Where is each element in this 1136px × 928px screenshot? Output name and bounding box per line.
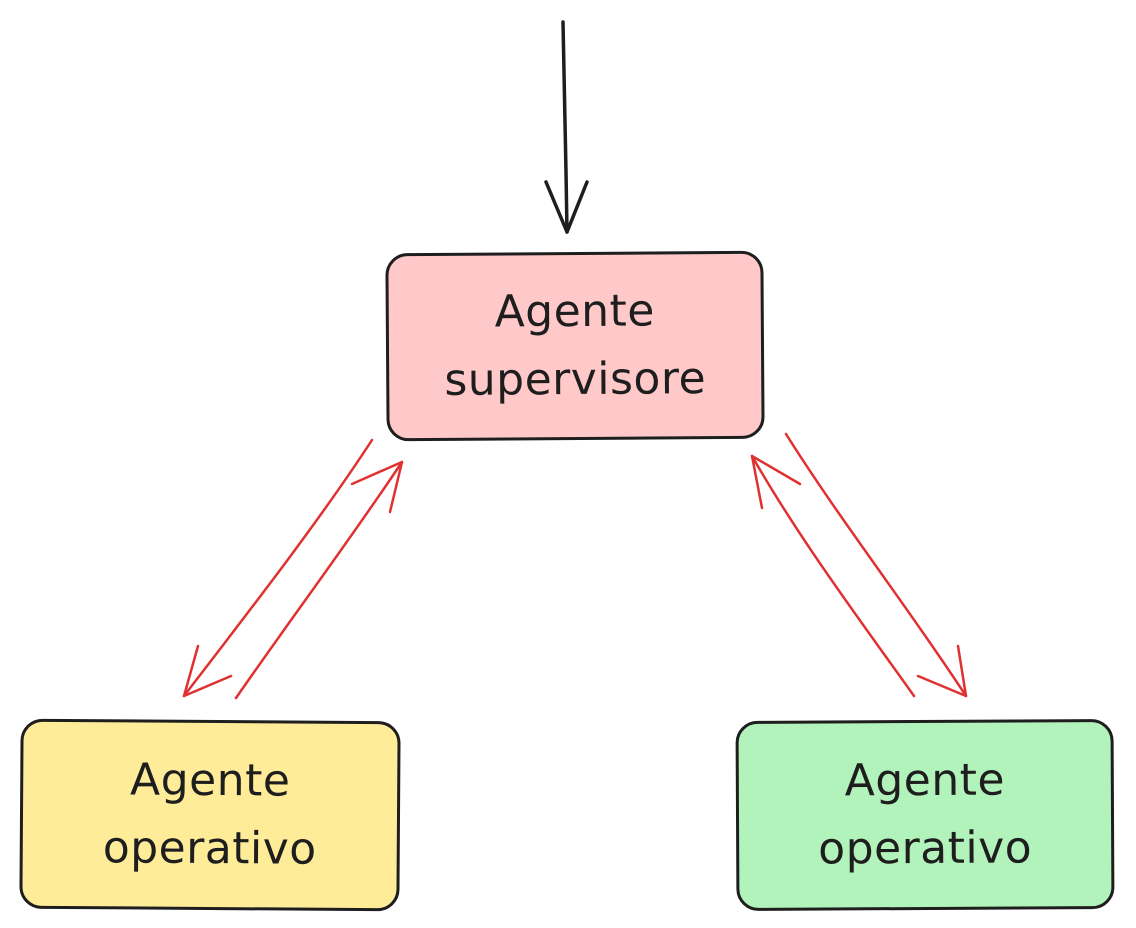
operative-agent-left-label: Agente operativo [102,754,317,875]
arrow-input-head [544,180,589,234]
arrow-right-sup-shaft [750,454,916,698]
arrow-supervisor-to-left [182,438,374,698]
arrow-input-shaft [561,20,569,234]
arrow-left-sup-shaft [234,460,404,700]
arrow-sup-left-head [182,644,233,698]
arrow-sup-right-shaft [784,432,968,698]
supervisor-agent-label: Agente supervisore [444,285,707,406]
arrow-left-to-supervisor [234,460,404,700]
arrow-right-to-supervisor [750,454,916,698]
arrow-left-sup-head [350,460,404,514]
arrow-right-sup-head [750,454,802,510]
arrow-supervisor-to-right [784,432,968,698]
supervisor-agent-node: Agente supervisore [385,250,765,442]
arrow-sup-left-shaft [182,438,374,698]
operative-agent-right-label: Agente operativo [818,754,1033,875]
arrow-sup-right-head [916,644,968,698]
operative-agent-right-node: Agente operativo [735,719,1115,911]
arrow-input-to-supervisor [544,20,589,234]
operative-agent-left-node: Agente operativo [19,718,401,912]
